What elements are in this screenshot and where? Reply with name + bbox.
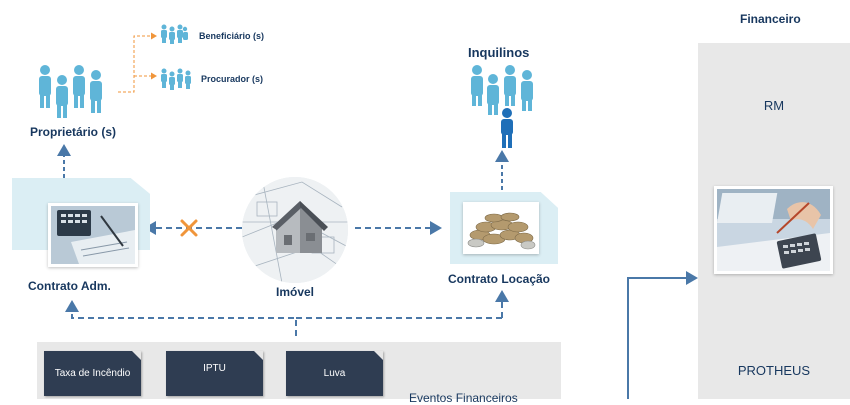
house-icon [242, 177, 348, 283]
blocked-x-icon [180, 219, 198, 237]
tenants-people-icon [471, 65, 533, 148]
owners-label: Proprietário (s) [30, 125, 117, 139]
contract-rent-label: Contrato Locação [448, 272, 551, 286]
property-image [242, 177, 348, 283]
event-taxa-incendio[interactable]: Taxa de Incêndio [44, 351, 141, 396]
finance-title: Financeiro [740, 12, 801, 26]
proxy-label: Procurador (s) [201, 74, 264, 84]
beneficiary-people-icon [161, 24, 188, 44]
system-rm: RM [763, 98, 785, 113]
contract-adm-label: Contrato Adm. [28, 279, 111, 293]
tenants-label: Inquilinos [468, 45, 530, 60]
events-panel: Taxa de Incêndio IPTU Luva Eventos Finan… [37, 342, 561, 405]
calculator-docs-icon [51, 206, 135, 264]
finance-panel: RM PROTHEUS [698, 43, 850, 399]
finance-photo [714, 186, 833, 274]
property-label: Imóvel [276, 285, 315, 299]
proxy-people-icon [161, 68, 191, 90]
coins-icon [466, 205, 536, 251]
calculator-photo-icon [717, 189, 830, 271]
contract-adm-photo [48, 203, 138, 267]
beneficiary-label: Beneficiário (s) [199, 31, 265, 41]
event-luva[interactable]: Luva [286, 351, 383, 396]
contract-rent-photo [463, 202, 539, 254]
event-iptu[interactable]: IPTU [166, 351, 263, 396]
owners-people-icon [39, 65, 102, 118]
system-protheus: PROTHEUS [737, 363, 811, 378]
